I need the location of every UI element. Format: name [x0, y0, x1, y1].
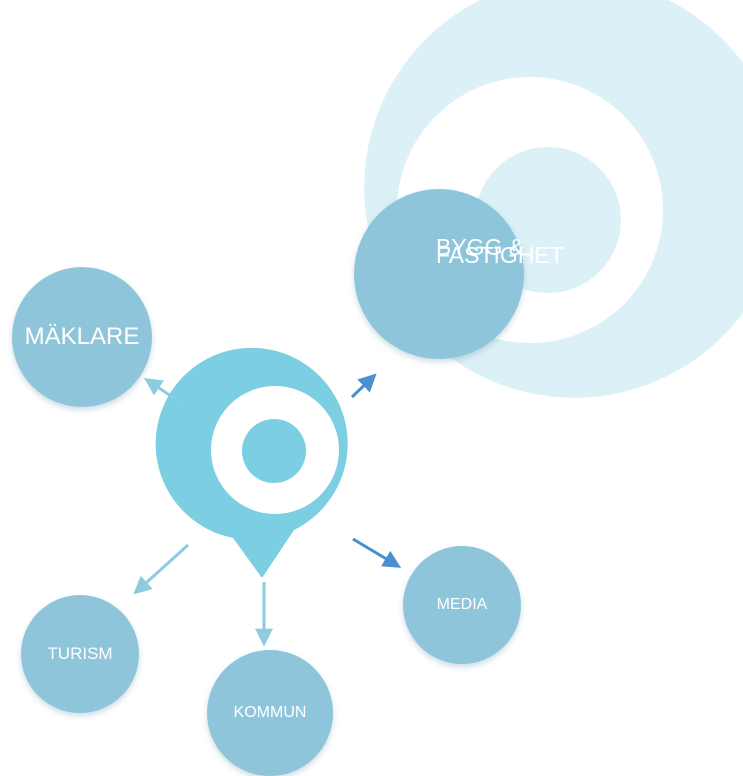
node-turism-label: TURISM [47, 643, 113, 663]
node-bygg-fastighet: BYGG & FASTIGHET [354, 189, 564, 359]
node-kommun-label: KOMMUN [233, 703, 307, 721]
node-media: MEDIA [403, 546, 521, 664]
arrow-to-maklare [144, 378, 181, 404]
node-bygg-line-2: FASTIGHET [436, 242, 564, 268]
node-maklare: MÄKLARE [12, 267, 152, 407]
node-bygg-line-1: BYGG & [436, 234, 525, 261]
node-maklare-label: MÄKLARE [24, 323, 140, 351]
arrow-to-media [352, 537, 402, 568]
node-media-label: MEDIA [436, 595, 488, 613]
arrow-to-turism [133, 543, 190, 595]
node-kommun: KOMMUN [207, 650, 333, 776]
location-pin-icon [155, 347, 348, 578]
node-bygg-label: BYGG & FASTIGHET [395, 234, 564, 271]
node-turism: TURISM [21, 595, 139, 713]
arrow-to-bygg [350, 373, 377, 399]
